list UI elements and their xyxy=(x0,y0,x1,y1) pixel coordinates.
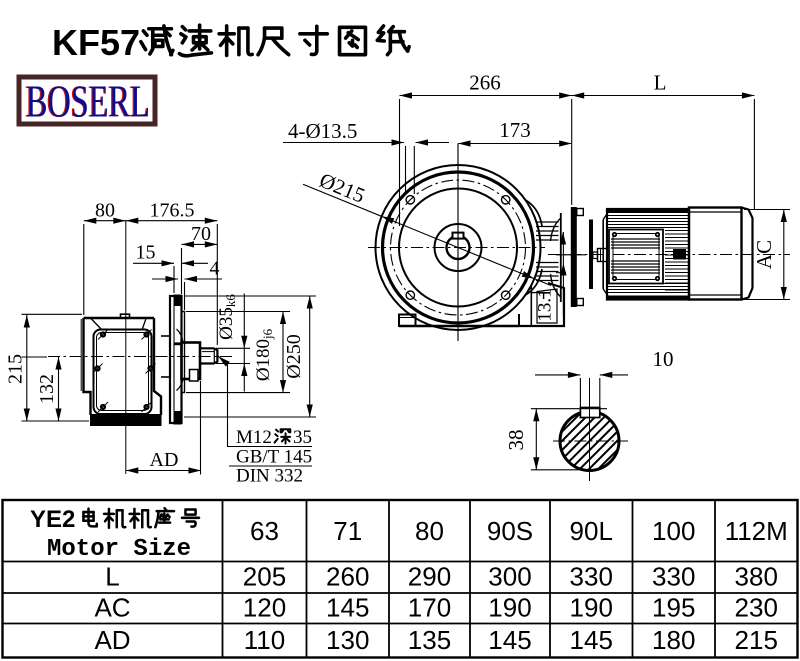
svg-text:190: 190 xyxy=(570,593,613,623)
svg-text:71: 71 xyxy=(333,516,362,546)
svg-text:330: 330 xyxy=(570,562,613,592)
svg-text:Ø250: Ø250 xyxy=(283,334,305,378)
svg-text:230: 230 xyxy=(735,593,778,623)
svg-text:190: 190 xyxy=(488,593,531,623)
svg-text:290: 290 xyxy=(408,562,451,592)
svg-text:266: 266 xyxy=(469,71,501,95)
svg-text:215: 215 xyxy=(735,625,778,655)
svg-text:112M: 112M xyxy=(725,516,788,546)
svg-text:145: 145 xyxy=(570,625,613,655)
svg-text:260: 260 xyxy=(326,562,369,592)
svg-text:13.1: 13.1 xyxy=(535,288,556,321)
svg-text:AD: AD xyxy=(150,449,179,471)
svg-text:135: 135 xyxy=(408,625,451,655)
svg-text:38: 38 xyxy=(504,430,528,451)
svg-text:170: 170 xyxy=(408,593,451,623)
svg-text:330: 330 xyxy=(652,562,695,592)
svg-text:195: 195 xyxy=(652,593,695,623)
svg-text:132: 132 xyxy=(36,374,58,404)
svg-text:AC: AC xyxy=(752,240,776,269)
svg-text:YE2: YE2 xyxy=(30,506,75,533)
svg-text:80: 80 xyxy=(415,516,444,546)
svg-text:M12: M12 xyxy=(236,427,272,448)
svg-text:L: L xyxy=(654,71,667,95)
svg-text:BOSERL: BOSERL xyxy=(25,77,149,127)
svg-text:380: 380 xyxy=(735,562,778,592)
svg-text:70: 70 xyxy=(191,223,211,245)
svg-text:15: 15 xyxy=(136,242,156,264)
svg-text:80: 80 xyxy=(95,200,115,222)
svg-text:KF57: KF57 xyxy=(52,22,140,63)
svg-text:L: L xyxy=(105,562,119,592)
svg-text:63: 63 xyxy=(250,516,279,546)
svg-text:180: 180 xyxy=(652,625,695,655)
svg-text:AC: AC xyxy=(94,593,130,623)
svg-text:4-Ø13.5: 4-Ø13.5 xyxy=(288,119,357,143)
svg-text:Motor Size: Motor Size xyxy=(47,536,191,563)
svg-text:176.5: 176.5 xyxy=(150,200,195,222)
svg-text:205: 205 xyxy=(243,562,286,592)
svg-text:90L: 90L xyxy=(570,516,613,546)
svg-text:173: 173 xyxy=(499,118,531,142)
svg-text:DIN 332: DIN 332 xyxy=(236,466,303,487)
svg-text:Ø180j6: Ø180j6 xyxy=(253,328,275,381)
svg-text:100: 100 xyxy=(652,516,695,546)
svg-text:AD: AD xyxy=(94,625,130,655)
svg-text:GB/T 145: GB/T 145 xyxy=(236,447,312,468)
svg-text:130: 130 xyxy=(326,625,369,655)
svg-text:145: 145 xyxy=(326,593,369,623)
svg-text:300: 300 xyxy=(488,562,531,592)
svg-text:4: 4 xyxy=(210,258,220,280)
svg-text:90S: 90S xyxy=(487,516,533,546)
svg-text:BOSERL: BOSERL xyxy=(26,77,150,127)
svg-text:110: 110 xyxy=(244,625,285,655)
svg-text:120: 120 xyxy=(243,593,286,623)
svg-text:10: 10 xyxy=(653,347,674,371)
svg-text:35: 35 xyxy=(293,427,312,448)
svg-text:215: 215 xyxy=(5,354,27,384)
svg-text:145: 145 xyxy=(488,625,531,655)
